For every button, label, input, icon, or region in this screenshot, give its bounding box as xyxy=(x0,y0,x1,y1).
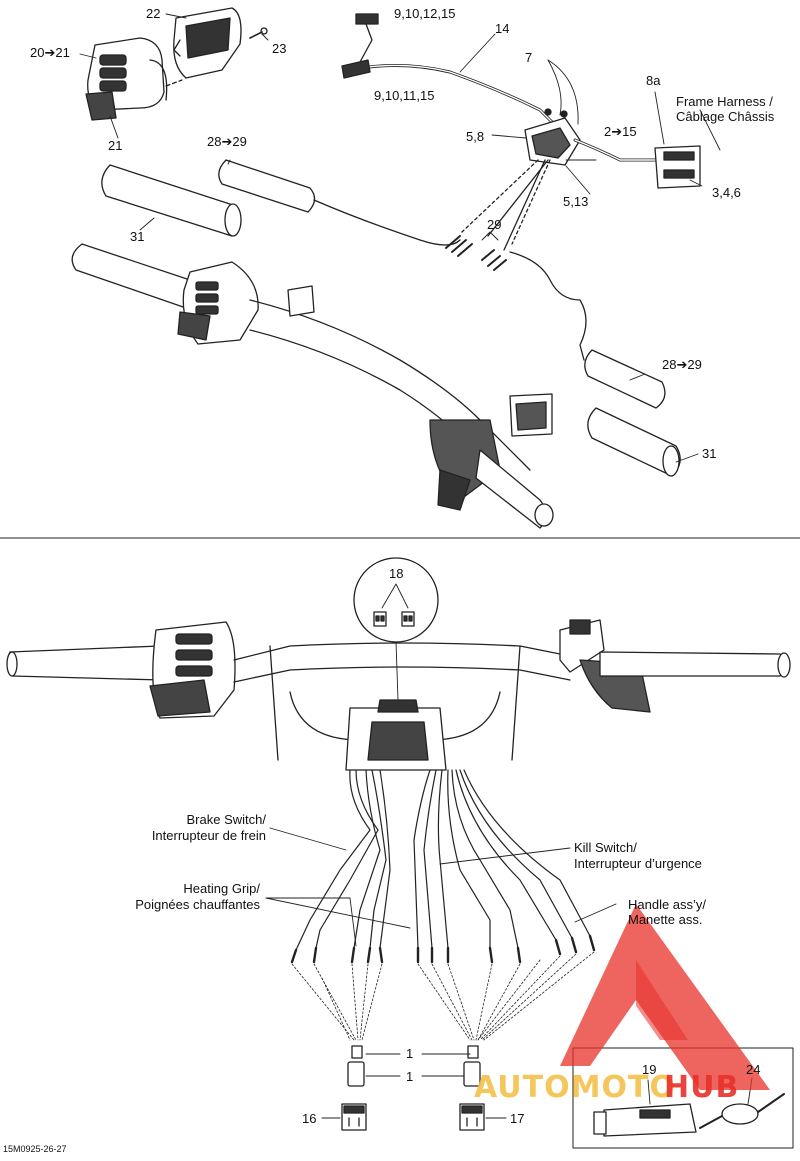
label-9-10-11-15: 9,10,11,15 xyxy=(374,88,435,103)
label-heating-grip: Heating Grip/ xyxy=(183,881,260,896)
wiring-harness-top xyxy=(341,13,701,251)
label-poignees-chauffantes: Poignées chauffantes xyxy=(135,897,260,912)
label-18: 18 xyxy=(389,566,404,581)
heating-grip-top xyxy=(101,159,681,477)
handlebar-front xyxy=(6,619,791,771)
handlebar-assembly-top xyxy=(71,243,554,529)
label-interrupteur-urgence: Interrupteur d’urgence xyxy=(574,856,702,871)
label-handle-assy: Handle ass’y/ xyxy=(628,897,707,912)
label-1-upper: 1 xyxy=(406,1046,414,1061)
label-kill-switch: Kill Switch/ xyxy=(574,840,637,855)
label-31-top: 31 xyxy=(130,229,145,244)
wires-bottom xyxy=(290,769,596,964)
label-23: 23 xyxy=(272,41,287,56)
label-19: 19 xyxy=(642,1062,657,1077)
label-2-15: 2➔15 xyxy=(604,124,637,139)
label-1-lower: 1 xyxy=(406,1069,414,1084)
label-29: 29 xyxy=(487,217,502,232)
label-9-10-12-15: 9,10,12,15 xyxy=(394,6,456,21)
label-3-4-6: 3,4,6 xyxy=(712,185,741,200)
label-14: 14 xyxy=(495,21,510,36)
label-8a: 8a xyxy=(646,73,661,88)
label-28-29-right: 28➔29 xyxy=(662,357,702,372)
label-5-8: 5,8 xyxy=(466,129,485,144)
label-31-right: 31 xyxy=(702,446,717,461)
watermark-logo xyxy=(560,904,770,1090)
switch-housing-exploded xyxy=(85,7,268,121)
label-manette-ass: Manette ass. xyxy=(628,912,703,927)
detail-circle-18 xyxy=(353,557,439,701)
label-cablage-chassis: Câblage Châssis xyxy=(676,109,775,124)
label-21: 21 xyxy=(108,138,123,153)
label-24: 24 xyxy=(746,1062,761,1077)
leader-lines-top xyxy=(79,13,721,463)
diagram-code: 15M0925-26-27 xyxy=(3,1144,67,1154)
label-22: 22 xyxy=(146,6,161,21)
label-28-29-top: 28➔29 xyxy=(207,134,247,149)
dotted-connection-lines xyxy=(291,951,595,1041)
label-16: 16 xyxy=(302,1111,317,1126)
watermark-text-left: AUTOMOTO xyxy=(474,1070,676,1105)
label-frame-harness: Frame Harness / xyxy=(676,94,773,109)
terminal-parts xyxy=(341,1045,485,1131)
label-17: 17 xyxy=(510,1111,525,1126)
label-7: 7 xyxy=(525,50,533,65)
watermark-text-right: HUB xyxy=(664,1070,740,1105)
label-5-13: 5,13 xyxy=(563,194,589,209)
label-20-21: 20➔21 xyxy=(30,45,70,60)
label-interrupteur-frein: Interrupteur de frein xyxy=(151,828,266,843)
leader-lines-bottom xyxy=(265,827,617,1119)
label-brake-switch: Brake Switch/ xyxy=(186,812,266,827)
